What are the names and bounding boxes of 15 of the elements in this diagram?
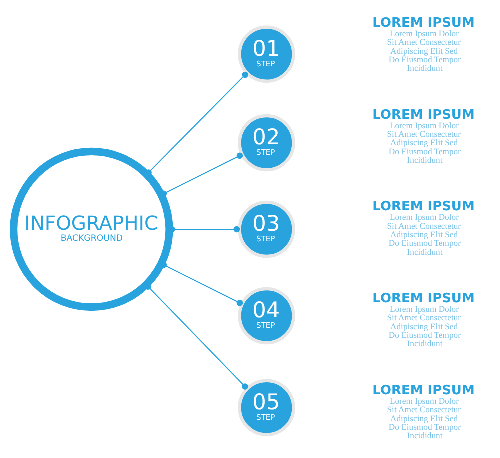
node-label: LOREM IPSUM (372, 15, 475, 30)
connector (160, 261, 244, 306)
node-label: Lorem Ipsum Dolor Sit Amet Consectetur Adipiscing Elit Sed Do Eiusmod Tempor Incididunt (387, 28, 462, 73)
node-label: LOREM IPSUM (372, 382, 475, 398)
node-label: Lorem Ipsum Dolor Sit Amet Consectetur Adipiscing Elit Sed Do Eiusmod Tempor Incididunt (387, 304, 462, 348)
node-label: Lorem Ipsum Dolor Sit Amet Consectetur Adipiscing Elit Sed Do Eiusmod Tempor Incididunt (387, 120, 462, 164)
node-label: LOREM IPSUM (372, 199, 475, 214)
node-circle: INFOGRAPHIC BACKGROUND (10, 147, 174, 311)
node-label: Lorem Ipsum Dolor Sit Amet Consectetur Adipiscing Elit Sed Do Eiusmod Tempor Incididunt (387, 395, 462, 440)
node-label: LOREM IPSUM (372, 107, 475, 122)
connector (145, 283, 248, 390)
connector (160, 152, 244, 197)
connector (146, 71, 248, 176)
node-label: LOREM IPSUM (372, 291, 475, 306)
node-label: Lorem Ipsum Dolor Sit Amet Consectetur Adipiscing Elit Sed Do Eiusmod Tempor Incididunt (387, 212, 462, 256)
